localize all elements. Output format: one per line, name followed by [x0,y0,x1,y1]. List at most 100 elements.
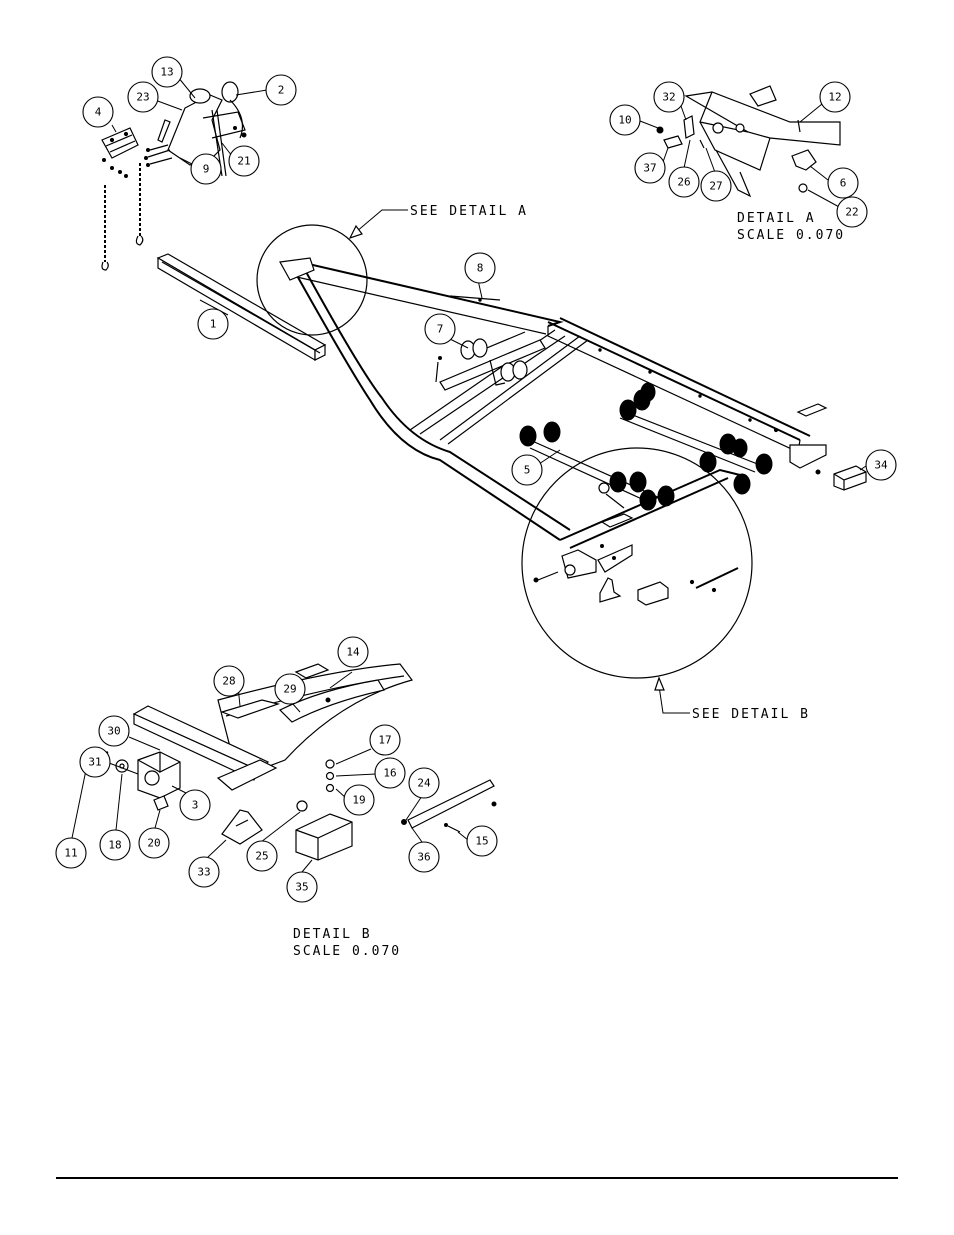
callout-bubble [464,252,496,284]
callout-number: 35 [295,881,308,894]
callout-bubble [634,152,666,184]
safety-chains [101,163,144,271]
callout-bubble [337,636,369,668]
callout-number: 25 [255,850,268,863]
callout-4: 4 [82,96,114,128]
callout-28: 28 [213,665,245,697]
roller-axle-front [619,382,773,495]
callout-bubble [511,454,543,486]
callout-31: 31 [79,746,111,778]
callout-bubble [819,81,851,113]
callout-2: 2 [265,74,297,106]
callout-25: 25 [246,840,278,872]
leader-lines [71,76,867,873]
see-detail-a-label: SEE DETAIL A [410,204,528,219]
callout-bubble [408,767,440,799]
detail-b-scale: SCALE 0.070 [293,944,401,959]
callout-number: 29 [283,683,296,696]
callout-number: 15 [475,835,488,848]
tongue-tube [156,253,327,362]
callout-23: 23 [127,81,159,113]
callout-33: 33 [188,856,220,888]
detail-b-circle [521,447,753,679]
callout-6: 6 [827,167,859,199]
callout-34: 34 [865,449,897,481]
callout-number: 21 [237,155,250,168]
callout-35: 35 [286,871,318,903]
see-detail-b-annotation: SEE DETAIL B [654,676,810,722]
callout-number: 33 [197,866,210,879]
callout-number: 10 [618,114,631,127]
detail-a-title: DETAIL A [737,211,816,226]
callout-number: 7 [437,323,444,336]
callout-number: 24 [417,777,431,790]
callout-bubble [98,715,130,747]
winch-bolts [144,144,173,167]
bunk-pads [600,403,828,528]
detail-b-preview-parts [533,544,739,606]
detail-a-drawing [656,85,841,198]
callout-number: 30 [107,725,120,738]
callout-36: 36 [408,841,440,873]
callout-number: 3 [192,799,199,812]
callout-bubble [609,104,641,136]
callout-bubble [343,784,375,816]
callout-5: 5 [511,454,543,486]
callouts: 13 23 2 4 9 21 1 8 7 5 34 10 32 12 37 26… [55,56,897,903]
callout-number: 11 [64,847,77,860]
callout-29: 29 [274,673,306,705]
callout-number: 32 [662,91,675,104]
callout-bubble [265,74,297,106]
callout-number: 12 [828,91,841,104]
callout-bubble [653,81,685,113]
detail-b-title: DETAIL B [293,927,372,942]
roller-bracket-part-7 [435,331,546,391]
callout-32: 32 [653,81,685,113]
callout-16: 16 [374,757,406,789]
callout-bubble [246,840,278,872]
callout-bubble [190,153,222,185]
callout-10: 10 [609,104,641,136]
see-detail-b-label: SEE DETAIL B [692,707,810,722]
callout-number: 28 [222,675,235,688]
callout-13: 13 [151,56,183,88]
callout-bubble [466,825,498,857]
callout-bubble [197,308,229,340]
callout-9: 9 [190,153,222,185]
callout-bubble [286,871,318,903]
bracket-part-4 [101,127,139,178]
callout-bubble [228,145,260,177]
callout-number: 26 [677,176,690,189]
callout-number: 19 [352,794,365,807]
callout-bubble [151,56,183,88]
callout-bubble [138,827,170,859]
callout-18: 18 [99,829,131,861]
winch-stand-assembly [157,81,247,177]
callout-7: 7 [424,313,456,345]
callout-21: 21 [228,145,260,177]
callout-1: 1 [197,308,229,340]
callout-30: 30 [98,715,130,747]
callout-bubble [408,841,440,873]
callout-37: 37 [634,152,666,184]
callout-bubble [424,313,456,345]
callout-bubble [127,81,159,113]
callout-number: 34 [874,459,888,472]
callout-20: 20 [138,827,170,859]
callout-bubble [213,665,245,697]
callout-3: 3 [179,789,211,821]
callout-bubble [374,757,406,789]
callout-number: 22 [845,206,858,219]
callout-number: 5 [524,464,531,477]
callout-27: 27 [700,170,732,202]
see-detail-a-annotation: SEE DETAIL A [348,204,528,240]
callout-8: 8 [464,252,496,284]
callout-17: 17 [369,724,401,756]
callout-number: 14 [346,646,360,659]
callout-19: 19 [343,784,375,816]
callout-15: 15 [466,825,498,857]
callout-number: 23 [136,91,149,104]
callout-bubble [99,829,131,861]
